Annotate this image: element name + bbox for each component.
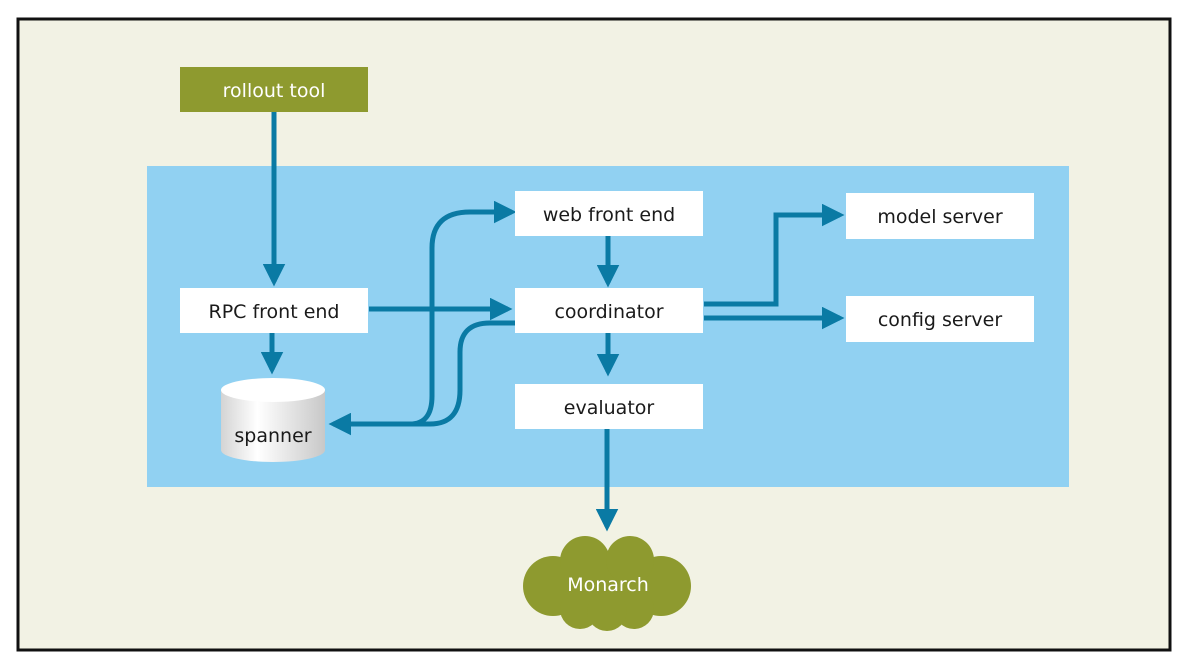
node-config-server: config server <box>846 296 1034 342</box>
node-model-server: model server <box>846 193 1034 239</box>
node-rpc-front-end: RPC front end <box>180 288 368 333</box>
config-server-label: config server <box>878 309 1003 331</box>
arrow-coordinator-to-model-server <box>704 203 845 307</box>
rpc-front-end-label: RPC front end <box>209 301 340 323</box>
model-server-label: model server <box>877 206 1003 228</box>
node-monarch-cloud: Monarch <box>523 536 691 631</box>
node-rollout-tool: rollout tool <box>180 67 368 112</box>
arrow-coordinator-to-spanner <box>328 320 515 436</box>
rollout-tool-label: rollout tool <box>223 80 326 102</box>
connectors <box>260 111 845 532</box>
evaluator-label: evaluator <box>564 397 655 419</box>
monarch-label: Monarch <box>567 574 649 596</box>
node-evaluator: evaluator <box>515 384 703 429</box>
coordinator-label: coordinator <box>554 301 663 323</box>
node-coordinator: coordinator <box>515 288 703 333</box>
arrow-to-web-front-end <box>409 200 517 427</box>
spanner-label: spanner <box>234 425 311 447</box>
node-web-front-end: web front end <box>515 191 703 236</box>
web-front-end-label: web front end <box>543 204 675 226</box>
node-spanner: spanner <box>221 378 325 462</box>
